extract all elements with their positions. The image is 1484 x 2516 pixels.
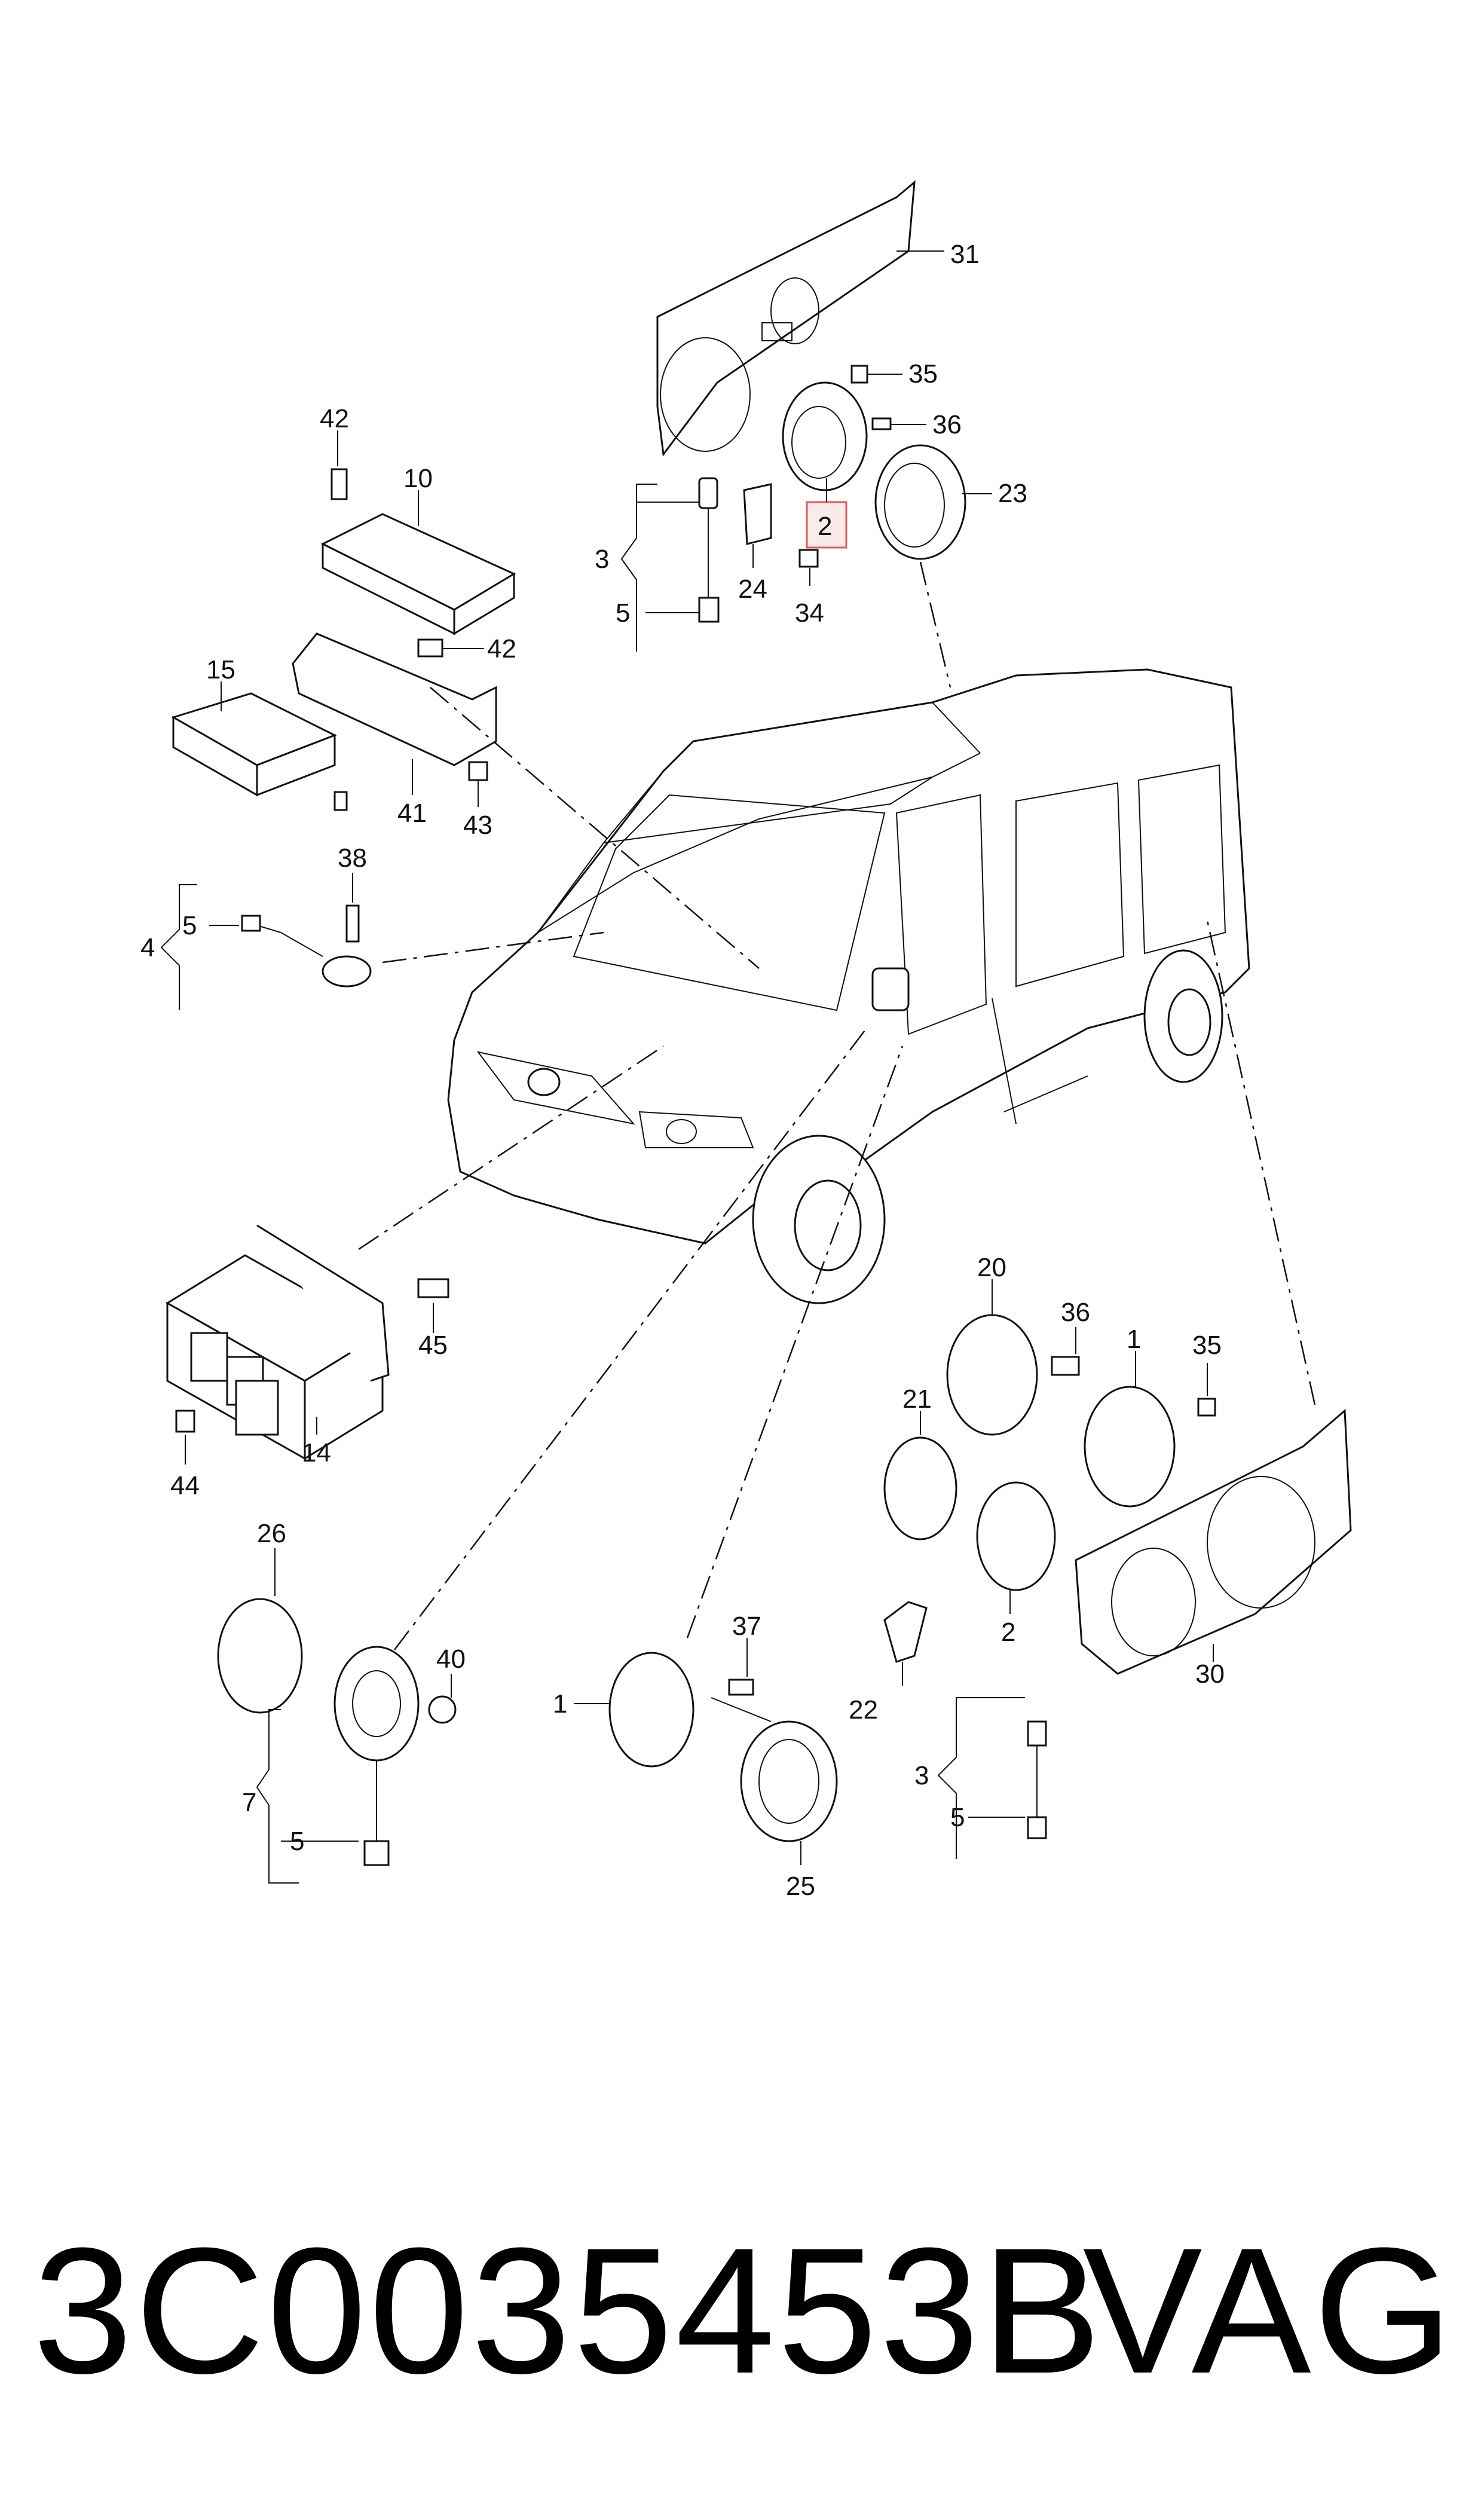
callout-7: 7 xyxy=(242,1788,256,1817)
callout-30: 30 xyxy=(1195,1659,1225,1689)
callout-14: 14 xyxy=(302,1438,331,1468)
callout-5-top: 5 xyxy=(616,598,630,628)
callout-42b: 42 xyxy=(487,634,516,664)
sensor-group xyxy=(160,873,604,1010)
part-number: 3C0035453B xyxy=(33,2210,1104,2411)
callout-labels: 31 35 36 23 2 3 24 34 5 42 10 42 15 41 4… xyxy=(140,240,1225,1901)
callout-2: 2 xyxy=(1001,1618,1015,1647)
brand-label: VAG xyxy=(1082,2210,1455,2411)
callout-44: 44 xyxy=(170,1471,200,1500)
callout-37: 37 xyxy=(732,1612,761,1641)
callout-5-frontspk: 5 xyxy=(290,1827,304,1856)
callout-45: 45 xyxy=(418,1331,448,1360)
callout-25: 25 xyxy=(786,1872,815,1901)
callout-36b: 36 xyxy=(1061,1298,1090,1327)
door-panel-group xyxy=(883,920,1352,1859)
callout-40: 40 xyxy=(436,1644,466,1674)
callout-3-door: 3 xyxy=(914,1761,929,1790)
callout-26: 26 xyxy=(257,1519,286,1548)
exploded-parts-diagram: 31 35 36 23 2 3 24 34 5 42 10 42 15 41 4… xyxy=(140,180,1352,1901)
callout-31: 31 xyxy=(950,240,980,269)
callout-22: 22 xyxy=(849,1695,878,1725)
callout-5-left: 5 xyxy=(182,911,197,940)
tweeter-group xyxy=(574,1045,904,1865)
callout-23: 23 xyxy=(998,479,1027,508)
callout-15: 15 xyxy=(206,655,235,684)
callout-35: 35 xyxy=(908,359,938,389)
callout-24: 24 xyxy=(738,574,767,604)
callout-4: 4 xyxy=(140,933,155,962)
front-speaker-group xyxy=(217,1028,867,1884)
callout-1-tweeter: 1 xyxy=(553,1689,567,1719)
callout-21: 21 xyxy=(902,1384,932,1414)
control-unit-group xyxy=(166,1045,664,1465)
highlight-box xyxy=(806,501,847,549)
van-illustration xyxy=(447,668,1250,1304)
footer: 3C0035453B VAG xyxy=(33,2212,1455,2409)
callout-34: 34 xyxy=(795,598,824,628)
callout-1-door: 1 xyxy=(1127,1325,1141,1354)
callout-43: 43 xyxy=(463,811,492,840)
callout-42: 42 xyxy=(320,404,349,433)
callout-3: 3 xyxy=(595,545,609,574)
callout-35b: 35 xyxy=(1192,1331,1222,1360)
callout-38: 38 xyxy=(338,843,367,873)
callout-2-highlight: 2 xyxy=(818,512,832,541)
callout-20: 20 xyxy=(977,1253,1006,1282)
amplifier-group xyxy=(171,430,760,969)
callout-36: 36 xyxy=(932,410,962,439)
rear-speaker-group xyxy=(620,180,992,688)
callout-5-door: 5 xyxy=(950,1803,965,1832)
callout-10: 10 xyxy=(403,464,433,493)
callout-41: 41 xyxy=(397,799,427,828)
